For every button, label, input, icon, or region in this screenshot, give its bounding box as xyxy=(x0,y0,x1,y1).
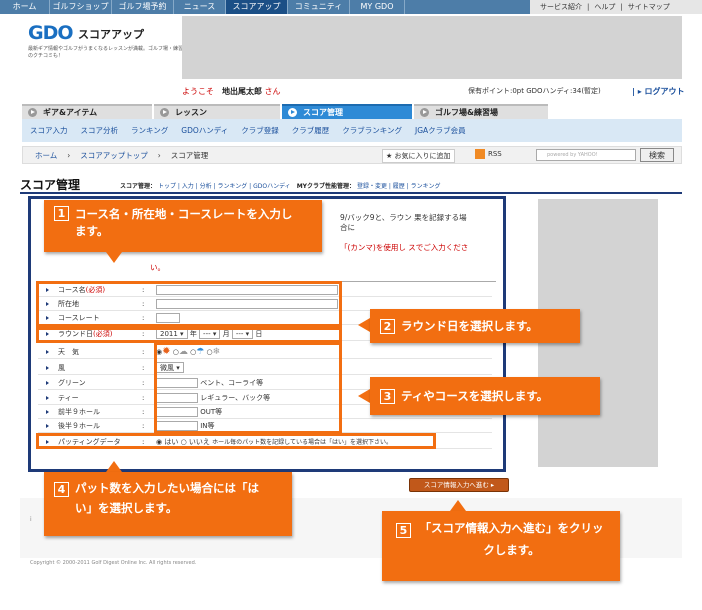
utility-nav: サービス紹介| ヘルプ| サイトマップ xyxy=(530,0,702,14)
instruction-note-end: い。 xyxy=(150,263,165,272)
callout-2-pointer xyxy=(358,318,370,332)
arrow-circle-icon xyxy=(420,108,429,117)
welcome-text: ようこそ 地出尾太郎 さん xyxy=(182,87,281,96)
page-title: スコア管理 xyxy=(20,178,81,192)
row-tee: ティー: レギュラー、バック等 xyxy=(38,391,492,405)
crumb-home[interactable]: ホーム xyxy=(35,150,58,160)
callout-2: 2 ラウンド日を選択します。 xyxy=(370,309,580,343)
putting-no-radio[interactable]: ○ いいえ xyxy=(180,437,210,446)
subnav-club-register[interactable]: クラブ登録 xyxy=(241,126,279,135)
callout-5: 5 「スコア情報入力へ進む」をクリックします。 xyxy=(382,511,620,581)
rss-icon xyxy=(475,149,485,159)
callout-3: 3 ティやコースを選択します。 xyxy=(370,377,600,415)
weather-rain-radio[interactable]: ○ xyxy=(190,347,197,356)
sun-icon: ✹ xyxy=(162,346,171,357)
points-status: 保有ポイント:0pt GDOハンディ:34(暫定) xyxy=(468,87,601,95)
subnav-score-input[interactable]: スコア入力 xyxy=(30,126,68,135)
highlight-putting xyxy=(36,433,436,449)
tab-course[interactable]: ゴルフ場&練習場 xyxy=(414,104,548,119)
global-nav: ホーム ゴルフショップ ゴルフ場予約 ニュース スコアアップ コミュニティ MY… xyxy=(0,0,702,14)
row-weather: 天 気: ◉✹ ○☁ ○☂ ○❄ xyxy=(38,345,492,359)
highlight-course-fields xyxy=(36,281,342,327)
sub-nav: スコア入力 スコア分析 ランキング GDOハンディ クラブ登録 クラブ履歴 クラ… xyxy=(22,119,682,142)
ad-banner xyxy=(182,16,682,79)
instruction-note: 「(カンマ)を使用し スでご入力くださ xyxy=(340,243,469,252)
search-input[interactable]: powered by YAHOO! xyxy=(536,149,636,161)
title-nav: スコア管理： トップ | 入力 | 分析 | ランキング | GDOハンディ M… xyxy=(120,183,441,190)
proceed-score-input-button[interactable]: スコア情報入力へ進む ▸ xyxy=(409,478,509,492)
highlight-round-date xyxy=(36,327,342,343)
breadcrumb: ホーム› スコアアップトップ› スコア管理 xyxy=(22,146,682,164)
subnav-ranking[interactable]: ランキング xyxy=(131,126,169,135)
tab-score[interactable]: スコア管理 xyxy=(282,104,412,119)
score-links[interactable]: トップ | 入力 | 分析 | ランキング | GDOハンディ xyxy=(157,183,291,190)
tab-gear[interactable]: ギア&アイテム xyxy=(22,104,152,119)
title-divider xyxy=(20,192,682,194)
callout-4-pointer xyxy=(106,461,122,472)
nav-home[interactable]: ホーム xyxy=(0,0,50,14)
row-location: 所在地: xyxy=(38,297,492,311)
highlight-course-select xyxy=(154,342,342,434)
cloud-sun-icon: ☁ xyxy=(178,346,188,357)
arrow-circle-icon xyxy=(160,108,169,117)
search-button[interactable]: 検索 xyxy=(640,148,674,162)
row-wind: 風:微風 ▾ xyxy=(38,361,492,375)
nav-reservation[interactable]: ゴルフ場予約 xyxy=(112,0,174,14)
row-green: グリーン: ベント、コーライ等 xyxy=(38,376,492,390)
subnav-club-ranking[interactable]: クラブランキング xyxy=(342,126,403,135)
subnav-club-history[interactable]: クラブ履歴 xyxy=(291,126,330,135)
gdo-logo[interactable]: GDO xyxy=(28,22,74,44)
crumb-current: スコア管理 xyxy=(170,150,209,160)
arrow-circle-icon xyxy=(28,108,37,117)
favorite-button[interactable]: ★ お気に入りに追加 xyxy=(382,149,455,163)
callout-1: 1 コース名・所在地・コースレートを入力します。 xyxy=(44,200,322,252)
nav-mygdo[interactable]: MY GDO xyxy=(350,0,405,14)
nav-shop[interactable]: ゴルフショップ xyxy=(50,0,112,14)
putting-yes-radio[interactable]: ◉ はい xyxy=(156,437,179,446)
crumb-scoreup[interactable]: スコアアップトップ xyxy=(80,150,148,160)
arrow-circle-icon xyxy=(288,108,297,117)
help-link[interactable]: ヘルプ xyxy=(594,3,616,11)
site-tagline: 最新ギア情報やゴルフがうまくなるレッスンが満載。ゴルフ場・練習場のクチコミも！ xyxy=(28,46,189,59)
weather-snow-radio[interactable]: ○ xyxy=(206,347,213,356)
callout-3-pointer xyxy=(358,389,370,403)
instruction-text: 9/バック9と、ラウン 果を記録する場合に xyxy=(340,213,467,232)
tab-lesson[interactable]: レッスン xyxy=(154,104,280,119)
weather-cloudy-radio[interactable]: ○ xyxy=(172,347,179,356)
course-name-input[interactable] xyxy=(156,284,338,295)
step-number: 1 xyxy=(54,206,69,221)
subnav-jga[interactable]: JGAクラブ会員 xyxy=(415,126,466,135)
club-links[interactable]: 登録・変更 | 履歴 | ランキング xyxy=(356,183,441,190)
footer-text-fragment: i xyxy=(30,516,32,523)
course-rate-input[interactable] xyxy=(156,312,180,323)
sitemap-link[interactable]: サイトマップ xyxy=(627,3,670,11)
service-link[interactable]: サービス紹介 xyxy=(540,3,582,11)
copyright: Copyright © 2000-2011 Golf Digest Online… xyxy=(30,560,197,566)
callout-text: コース名・所在地・コースレートを入力します。 xyxy=(75,207,293,238)
category-tabs: ギア&アイテム レッスン スコア管理 ゴルフ場&練習場 xyxy=(22,104,682,119)
nav-news[interactable]: ニュース xyxy=(174,0,226,14)
nav-community[interactable]: コミュニティ xyxy=(288,0,350,14)
callout-4: 4 パット数を入力したい場合には「はい」を選択します。 xyxy=(44,472,292,536)
subnav-handicap[interactable]: GDOハンディ xyxy=(181,126,229,135)
callout-5-pointer xyxy=(450,500,466,511)
user-name[interactable]: 地出尾太郎 xyxy=(222,87,262,96)
logout-link[interactable]: | ▸ ログアウト xyxy=(632,87,685,96)
umbrella-icon: ☂ xyxy=(196,346,205,357)
snow-icon: ❄ xyxy=(212,346,221,357)
rss-link[interactable]: RSS xyxy=(475,149,502,159)
nav-scoreup[interactable]: スコアアップ xyxy=(226,0,288,14)
subnav-score-analysis[interactable]: スコア分析 xyxy=(80,126,119,135)
location-input[interactable] xyxy=(156,298,338,309)
site-name: スコアアップ xyxy=(78,28,144,41)
row-course-name: コース名(必須): xyxy=(38,283,492,297)
weather-sunny-radio[interactable]: ◉ xyxy=(156,347,163,356)
putting-note: ホール毎のパット数を記録している場合は「はい」を選択下さい。 xyxy=(212,439,392,446)
callout-1-pointer xyxy=(106,252,122,263)
